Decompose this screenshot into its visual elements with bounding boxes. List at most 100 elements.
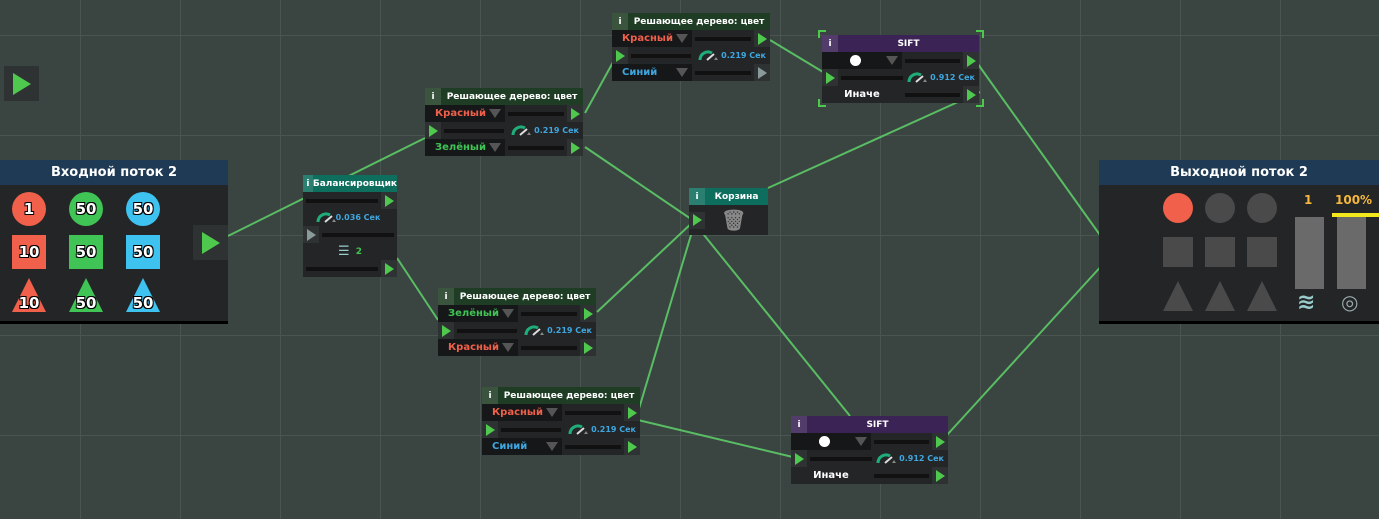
bar — [306, 266, 378, 271]
output-slot — [1163, 237, 1193, 267]
input-item-value: 50 — [75, 243, 97, 261]
balancer-row — [303, 192, 397, 209]
color-select[interactable]: Синий — [482, 438, 562, 455]
bar — [444, 128, 504, 133]
decision-tree-title: Решающее дерево: цвет — [503, 390, 635, 401]
decision-tree-header: i Решающее дерево: цвет — [482, 387, 640, 404]
tree-row: Зелёный — [438, 305, 596, 322]
info-button[interactable]: i — [689, 188, 705, 205]
info-button[interactable]: i — [303, 175, 313, 192]
output-input-port[interactable] — [4, 66, 39, 101]
output-port[interactable] — [754, 30, 770, 47]
output-port[interactable] — [963, 86, 979, 103]
play-arrow-icon — [201, 231, 220, 254]
chevron-down-icon — [886, 56, 898, 65]
input-port[interactable] — [689, 211, 705, 229]
shape-select[interactable] — [791, 433, 871, 450]
output-port[interactable] — [567, 105, 583, 122]
tree-row: Синий — [482, 438, 640, 455]
output-slot — [1247, 237, 1277, 267]
info-button[interactable]: i — [425, 88, 441, 105]
input-port[interactable] — [438, 322, 454, 339]
color-select-label: Красный — [448, 342, 499, 353]
color-select[interactable]: Зелёный — [425, 139, 505, 156]
else-label: Иначе — [844, 89, 880, 100]
trash-row: 🗑 — [689, 205, 768, 235]
input-port[interactable] — [822, 69, 838, 86]
bar — [565, 444, 621, 449]
layers-icon: ≋ — [1297, 290, 1316, 315]
info-button[interactable]: i — [438, 288, 454, 305]
output-port[interactable] — [624, 438, 640, 455]
output-port[interactable] — [567, 139, 583, 156]
wire — [584, 146, 695, 222]
tree-speed: 0.219 Сек — [591, 425, 636, 434]
sift-row: 0.912 Сек — [791, 450, 948, 467]
input-port[interactable] — [425, 122, 441, 139]
bar — [905, 92, 960, 97]
color-select[interactable]: Красный — [482, 404, 562, 421]
output-port[interactable] — [580, 305, 596, 322]
output-count: 1 — [1304, 193, 1313, 207]
arrow-icon — [428, 124, 438, 137]
arrow-icon — [825, 71, 835, 84]
output-port[interactable] — [932, 467, 948, 484]
info-button[interactable]: i — [791, 416, 807, 433]
balancer-row — [303, 226, 397, 243]
output-port[interactable] — [963, 52, 979, 69]
output-port[interactable] — [580, 339, 596, 356]
bracket-corner — [976, 30, 984, 38]
color-select[interactable]: Красный — [612, 30, 692, 47]
chevron-down-icon — [676, 34, 688, 43]
info-button[interactable]: i — [612, 13, 628, 30]
input-port[interactable] — [303, 226, 319, 243]
output-port[interactable] — [381, 192, 397, 209]
bar — [521, 311, 577, 316]
circle-shape-icon — [818, 436, 830, 447]
input-output-port[interactable] — [193, 225, 228, 260]
chevron-down-icon — [546, 408, 558, 417]
gauge-icon — [568, 424, 589, 435]
color-select[interactable]: Синий — [612, 64, 692, 81]
output-port[interactable] — [381, 260, 397, 277]
bar — [874, 439, 929, 444]
shape-select[interactable] — [822, 52, 902, 69]
bar — [695, 36, 751, 41]
color-select[interactable]: Красный — [438, 339, 518, 356]
output-port[interactable] — [932, 433, 948, 450]
output-slot — [1247, 193, 1277, 223]
info-button[interactable]: i — [822, 35, 838, 52]
color-select[interactable]: Зелёный — [438, 305, 518, 322]
input-port[interactable] — [482, 421, 498, 438]
arrow-icon — [570, 141, 580, 154]
output-stream-title: Выходной поток 2 — [1099, 160, 1379, 185]
info-button[interactable]: i — [482, 387, 498, 404]
input-port[interactable] — [612, 47, 628, 64]
tree-speed-wrap: 0.219 Сек — [698, 50, 770, 61]
output-port[interactable] — [754, 64, 770, 81]
bar — [508, 145, 564, 150]
arrow-icon — [441, 324, 451, 337]
output-slot — [1205, 193, 1235, 223]
gauge-icon — [511, 125, 532, 136]
input-item-value: 50 — [132, 294, 154, 312]
input-port[interactable] — [791, 450, 807, 467]
arrow-icon — [627, 406, 637, 419]
bar — [841, 75, 903, 80]
color-select[interactable]: Красный — [425, 105, 505, 122]
tree-speed-wrap: 0.219 Сек — [511, 125, 583, 136]
output-port[interactable] — [624, 404, 640, 421]
wire — [596, 220, 695, 313]
